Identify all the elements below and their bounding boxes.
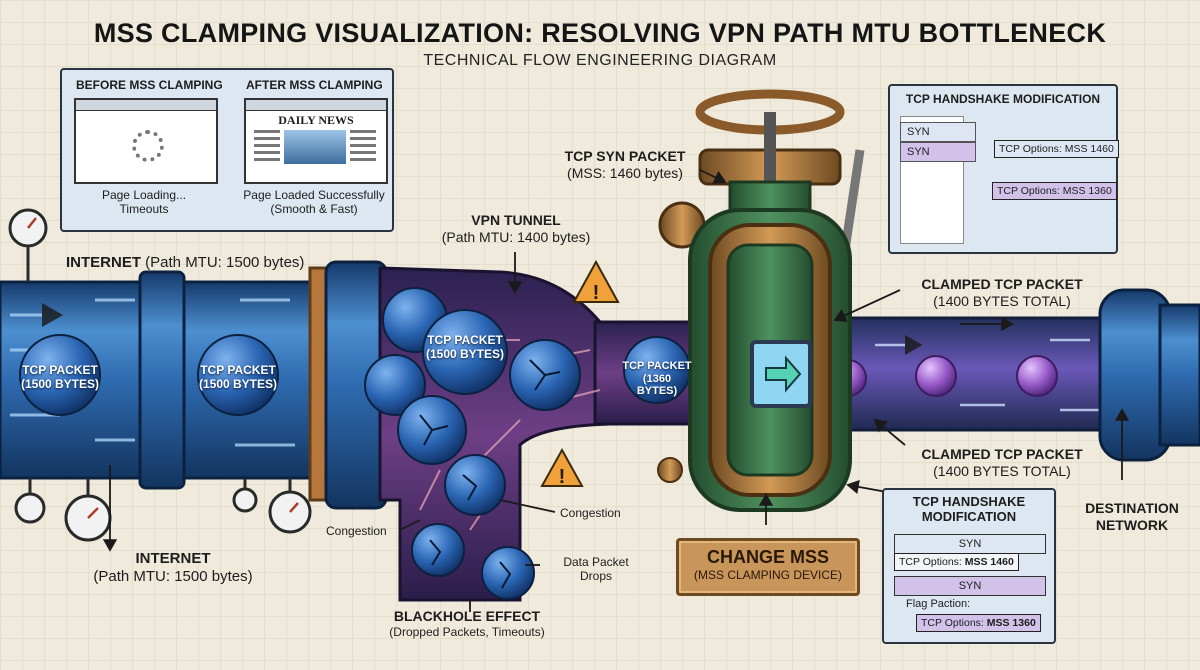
handshake-top-title: TCP HANDSHAKE MODIFICATION <box>905 92 1101 106</box>
browser-loading <box>74 98 218 184</box>
mss-clamp-valve <box>657 89 865 512</box>
packet-label-congested: TCP PACKET(1500 BYTES) <box>425 333 505 361</box>
after-caption: Page Loaded Successfully(Smooth & Fast) <box>243 188 385 217</box>
pipe-collar-left <box>138 270 186 490</box>
handshake-top-syn-1: SYN <box>900 122 976 142</box>
after-title: AFTER MSS CLAMPING <box>246 78 383 92</box>
handshake-panel-top: TCP HANDSHAKE MODIFICATION SYN SYN TCP O… <box>888 84 1119 254</box>
internet-label-top: INTERNET (Path MTU: 1500 bytes) <box>66 254 305 271</box>
syn-packet-label: TCP SYN PACKET(MSS: 1460 bytes) <box>564 148 686 181</box>
handshake-bottom-option-after: TCP Options: MSS 1360 <box>916 614 1041 632</box>
loading-spinner-icon <box>132 130 164 162</box>
change-mss-title: CHANGE MSS <box>706 547 829 567</box>
newspaper-name: DAILY NEWS <box>278 113 354 127</box>
page-subtitle: TECHNICAL FLOW ENGINEERING DIAGRAM <box>423 52 777 69</box>
internet-label-bottom: INTERNET(Path MTU: 1500 bytes) <box>93 550 253 585</box>
blackhole-label: BLACKHOLE EFFECT(Dropped Packets, Timeou… <box>389 608 545 639</box>
svg-text:!: ! <box>593 282 600 304</box>
handshake-top-syn-2: SYN <box>900 142 976 162</box>
before-caption: Page Loading...Timeouts <box>101 188 187 217</box>
handshake-bottom-syn-1: SYN <box>894 534 1046 554</box>
packet-label-1: TCP PACKET(1500 BYTES) <box>20 363 100 391</box>
packet-cracks <box>419 359 561 589</box>
before-title: BEFORE MSS CLAMPING <box>76 78 223 92</box>
handshake-bottom-syn-2: SYN <box>894 576 1046 596</box>
svg-text:!: ! <box>559 466 566 488</box>
warning-icons <box>540 259 620 487</box>
vpn-tunnel-label: VPN TUNNEL(Path MTU: 1400 bytes) <box>441 212 591 245</box>
clamped-label-bottom: CLAMPED TCP PACKET(1400 BYTES TOTAL) <box>921 446 1083 479</box>
handshake-top-option-before: TCP Options: MSS 1460 <box>994 140 1119 158</box>
handshake-top-option-after: TCP Options: MSS 1360 <box>992 182 1117 200</box>
handshake-bottom-flag: Flag Paction: <box>906 598 971 610</box>
change-mss-detail: (MSS CLAMPING DEVICE) <box>693 568 843 582</box>
browser-loaded: DAILY NEWS <box>244 98 388 184</box>
packet-label-2: TCP PACKET(1500 BYTES) <box>198 363 278 391</box>
packet-label-clamped: TCP PACKET(1360 BYTES) <box>622 360 692 398</box>
page-title: MSS CLAMPING VISUALIZATION: RESOLVING VP… <box>93 18 1107 48</box>
congestion-label-left: Congestion <box>326 524 387 538</box>
change-mss-plaque: CHANGE MSS (MSS CLAMPING DEVICE) <box>676 538 860 596</box>
clamped-label-top: CLAMPED TCP PACKET(1400 BYTES TOTAL) <box>921 276 1083 309</box>
before-after-panel: BEFORE MSS CLAMPING AFTER MSS CLAMPING D… <box>60 68 394 232</box>
handshake-bottom-option-before: TCP Options: MSS 1460 <box>894 553 1019 571</box>
congestion-label-right: Congestion <box>560 506 621 520</box>
